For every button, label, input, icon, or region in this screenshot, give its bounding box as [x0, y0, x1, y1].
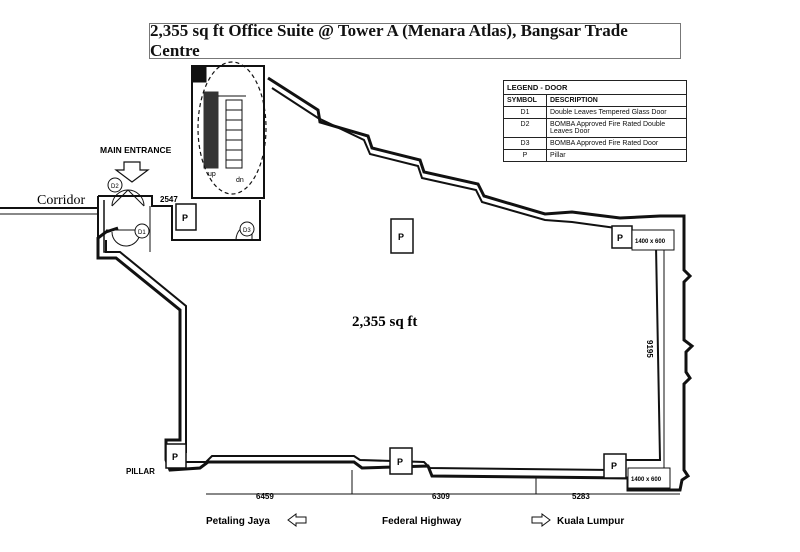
- dim-bottom-left: 6459: [256, 492, 274, 501]
- stair-up-label: up: [208, 171, 216, 178]
- arrow-left-icon: [287, 513, 307, 527]
- door-d2-label: D2: [111, 184, 119, 190]
- legend-description: Pillar: [546, 149, 687, 162]
- plan-title: 2,355 sq ft Office Suite @ Tower A (Mena…: [149, 21, 681, 60]
- door-d3-label: D3: [243, 228, 251, 234]
- door-d2: [111, 189, 145, 207]
- dim-entrance: 2547: [160, 195, 178, 204]
- door-d3-marker: [239, 221, 255, 237]
- door-d1-label: D1: [138, 230, 146, 236]
- stair-dn-label: dn: [236, 177, 244, 184]
- pillar-bottom-mid: [389, 447, 413, 475]
- legend-symbol: P: [503, 149, 547, 162]
- dim-bottom-mid: 6309: [432, 492, 450, 501]
- pillar-symbol: P: [182, 213, 188, 223]
- pillar-entrance: [175, 203, 197, 231]
- pillar-symbol: P: [398, 232, 404, 242]
- pillar-center: [390, 218, 414, 254]
- dim-right-wall: 9195: [645, 340, 654, 358]
- pillar-symbol: P: [172, 452, 178, 462]
- dim-bottom-right: 5283: [572, 492, 590, 501]
- corridor-walls: [0, 195, 261, 258]
- pillar-size-bottom: 1400 x 600: [631, 477, 662, 483]
- direction-left-label: Petaling Jaya: [206, 516, 270, 527]
- direction-center-label: Federal Highway: [382, 516, 462, 527]
- pillar-symbol: P: [617, 233, 623, 243]
- arrow-right-icon: [531, 513, 551, 527]
- corridor-label: Corridor: [37, 193, 86, 208]
- pillar-size-top: 1400 x 600: [635, 239, 666, 245]
- legend-row: P Pillar: [503, 149, 687, 162]
- area-label: 2,355 sq ft: [352, 314, 417, 330]
- pillar-bottom-right: [603, 453, 671, 489]
- direction-right-label: Kuala Lumpur: [557, 516, 624, 527]
- main-entrance-label: MAIN ENTRANCE: [100, 145, 172, 155]
- door-d2-marker: [107, 177, 123, 193]
- pillar-top-right: [611, 225, 675, 251]
- entrance-arrow-icon: [114, 161, 150, 183]
- pillar-label: PILLAR: [126, 467, 155, 476]
- staircase: [191, 61, 267, 199]
- pillar-bottom-left: [165, 443, 187, 469]
- pillar-symbol: P: [611, 461, 617, 471]
- door-legend: LEGEND - DOOR SYMBOL DESCRIPTION D1 Doub…: [503, 80, 687, 162]
- pillar-symbol: P: [397, 457, 403, 467]
- door-d1-marker: [134, 223, 150, 239]
- legend-row: D3 BOMBA Approved Fire Rated Door: [503, 137, 687, 150]
- outer-wall: [96, 76, 695, 495]
- legend-row: D2 BOMBA Approved Fire Rated Double Leav…: [503, 118, 687, 138]
